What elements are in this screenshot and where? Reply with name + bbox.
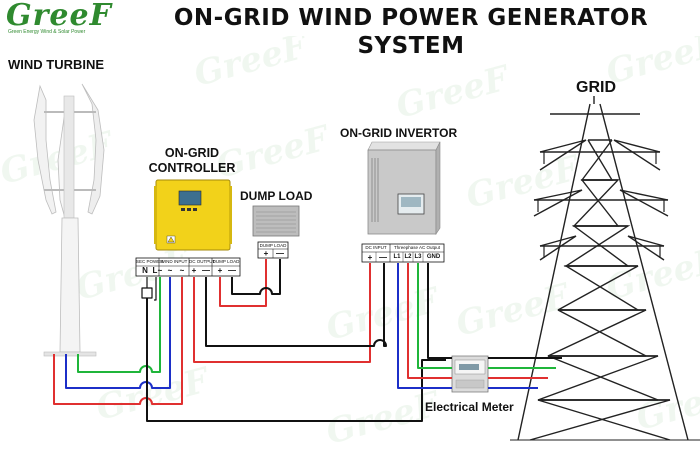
invertor-pin-plus: + (367, 253, 373, 262)
electrical-meter (451, 355, 489, 393)
logo-tagline: Green Energy Wind & Solar Power (8, 29, 86, 35)
invertor-label: ON-GRID INVERTOR (340, 126, 458, 140)
controller-display (178, 190, 202, 206)
controller-pin-dump-plus: + (217, 266, 223, 275)
electrical-meter-label: Electrical Meter (425, 400, 514, 414)
watermark: GreeF (462, 148, 586, 217)
wire-black-ac (427, 263, 452, 359)
wire-red-ac (407, 263, 452, 379)
wind-turbine (33, 83, 105, 357)
page-title: ON-GRID WIND POWER GENERATOR SYSTEM (173, 5, 649, 59)
invertor-pin-gnd: GND (426, 254, 441, 260)
controller-pin-ac1: ~ (157, 266, 163, 275)
wind-turbine-label: WIND TURBINE (8, 57, 105, 72)
wire-black-short (154, 277, 157, 301)
wire-black-dc (205, 263, 387, 347)
controller-group-dump-load: DUMP LOAD (212, 259, 240, 264)
invertor-group-dc-input: DC INPUT (365, 245, 387, 250)
wire-sec-power-plug (141, 277, 153, 299)
invertor-box (367, 141, 441, 235)
invertor-terminal-strip (361, 243, 445, 263)
invertor-pin-l2: L2 (404, 254, 412, 260)
watermark: GreeF (452, 276, 576, 345)
invertor-pin-l1: L1 (393, 254, 401, 260)
header: GreeF Green Energy Wind & Solar Power ON… (0, 0, 700, 59)
invertor-pin-l3: L3 (414, 254, 422, 260)
watermark: GreeF (632, 370, 700, 439)
watermark: GreeF (392, 58, 516, 127)
watermark: GreeF (92, 360, 216, 429)
controller-pin-dc-plus: + (191, 266, 197, 275)
invertor-pin-minus: — (379, 253, 387, 262)
wire-green-ac (417, 263, 452, 369)
wire-black-sec-power (146, 298, 446, 422)
controller-terminal-strip (135, 257, 241, 277)
brand-logo: GreeF Green Energy Wind & Solar Power (6, 0, 124, 36)
watermark: GreeF (190, 26, 314, 95)
invertor-group-ac-output: Threephase AC Output (393, 245, 441, 250)
controller-pin-l: L (152, 266, 158, 275)
controller-pin-ac2: ~ (167, 266, 173, 275)
controller-group-sec-power: SEC POWER (136, 259, 164, 264)
dump-load-pin-minus: — (276, 249, 284, 258)
controller-group-wind-input: WIND INPUT (160, 259, 188, 264)
controller-pin-ac3: ~ (179, 266, 185, 275)
wire-red-dump (219, 259, 267, 307)
dump-load-box (252, 205, 300, 237)
wire-black-dump (231, 259, 281, 295)
wire-blue-ac (397, 263, 452, 389)
controller-group-dc-output: DC OUTPUT (189, 259, 216, 264)
controller-label: ON-GRID CONTROLLER (148, 146, 236, 175)
dump-load-terminal-group: DUMP LOAD (259, 243, 287, 248)
logo-wordmark: GreeF (6, 0, 112, 33)
controller-pin-dump-minus: — (228, 266, 236, 275)
controller-pin-n: N (142, 266, 148, 275)
dump-load-pin-plus: + (263, 249, 269, 258)
wire-red-dc (193, 263, 371, 363)
controller-box (154, 179, 232, 251)
grid-label: GRID (576, 79, 616, 96)
watermark: GreeF (322, 384, 446, 453)
dump-load-label: DUMP LOAD (240, 189, 313, 203)
dump-load-terminal-strip (257, 241, 289, 259)
transmission-tower (510, 96, 700, 441)
controller-pin-dc-minus: — (202, 266, 210, 275)
